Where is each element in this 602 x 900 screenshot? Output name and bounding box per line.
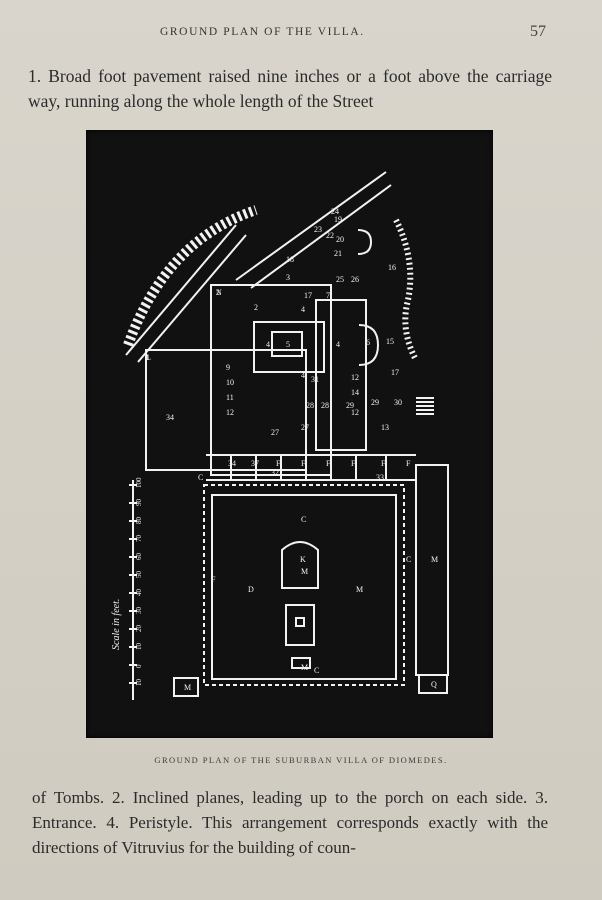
room-label: F xyxy=(381,459,386,468)
room-label: L xyxy=(146,353,151,362)
room-label: F xyxy=(301,459,306,468)
scale-tick-label: 40 xyxy=(135,589,143,597)
room-label: 37 xyxy=(251,459,259,468)
room-label: 31 xyxy=(311,375,319,384)
room-label: 2 xyxy=(254,303,258,312)
room-label: 30 xyxy=(394,398,402,407)
scale-tick-label: 80 xyxy=(135,517,143,525)
room-label: 16 xyxy=(388,263,396,272)
room-label: 6 xyxy=(366,338,370,347)
room-label: 17 xyxy=(391,368,399,377)
room-label: 23 xyxy=(314,225,322,234)
scale-tick-label: 20 xyxy=(135,625,143,633)
room-label: 28 xyxy=(321,401,329,410)
room-label: C xyxy=(301,515,306,524)
page-header: GROUND PLAN OF THE VILLA. 57 xyxy=(0,23,602,46)
room-label: 34 xyxy=(228,459,236,468)
scale-tick-label: 10 xyxy=(135,679,143,687)
room-label: C xyxy=(314,666,319,675)
scale-tick-label: 0 xyxy=(135,664,143,668)
room-label: 12 xyxy=(351,373,359,382)
room-label: D xyxy=(248,585,254,594)
room-label: C xyxy=(198,473,203,482)
scale-tick-label: 50 xyxy=(135,571,143,579)
room-label: 24 xyxy=(331,207,339,216)
room-label: 11 xyxy=(226,393,234,402)
room-label: M xyxy=(184,683,191,692)
figure-caption: GROUND PLAN OF THE SUBURBAN VILLA OF DIO… xyxy=(154,755,448,765)
room-label: 17 xyxy=(304,291,312,300)
room-label: 21 xyxy=(334,249,342,258)
room-label: 3 xyxy=(286,273,290,282)
room-label: F xyxy=(406,459,411,468)
room-label: 9 xyxy=(226,363,230,372)
room-label: 1 xyxy=(146,353,150,362)
scale-tick-label: 10 xyxy=(135,643,143,651)
room-label: 10 xyxy=(226,378,234,387)
running-title: GROUND PLAN OF THE VILLA. xyxy=(160,26,365,38)
room-label: 4 xyxy=(301,371,305,380)
room-label: 5 xyxy=(286,340,290,349)
room-label: 4 xyxy=(266,340,270,349)
scale-tick-label: 100 xyxy=(135,477,143,488)
room-label: 2 xyxy=(216,288,220,297)
room-label: M xyxy=(356,585,363,594)
room-label: 27 xyxy=(301,423,309,432)
room-label: 15 xyxy=(386,337,394,346)
room-label: 7 xyxy=(326,291,330,300)
room-label: 13 xyxy=(381,423,389,432)
room-label: N xyxy=(216,288,222,297)
room-label: 26 xyxy=(351,275,359,284)
scale-tick-label: 30 xyxy=(135,607,143,615)
room-label: 33 xyxy=(376,473,384,482)
room-label: M xyxy=(301,567,308,576)
room-label: F xyxy=(351,459,356,468)
scale-label: Scale in feet. xyxy=(111,599,122,650)
scale-tick-label: 70 xyxy=(135,535,143,543)
room-label: 28 xyxy=(306,401,314,410)
room-label: F xyxy=(276,459,281,468)
scale-tick-label: 90 xyxy=(135,499,143,507)
paragraph-bottom: of Tombs. 2. Inclined planes, leading up… xyxy=(32,788,548,857)
paragraph-top: 1. Broad foot pavement raised nine inche… xyxy=(28,66,552,111)
room-label: 4 xyxy=(301,305,305,314)
room-label: 14 xyxy=(351,388,359,397)
room-label: C xyxy=(406,555,411,564)
room-label: 29 xyxy=(346,401,354,410)
room-label: 27 xyxy=(271,428,279,437)
room-label: 32 xyxy=(271,468,279,477)
room-label: 12 xyxy=(226,408,234,417)
room-label: 20 xyxy=(336,235,344,244)
room-label: 4 xyxy=(336,340,340,349)
room-label: 19 xyxy=(334,215,342,224)
room-label: 29 xyxy=(371,398,379,407)
room-label: 12 xyxy=(351,408,359,417)
room-label: M xyxy=(301,663,308,672)
page-number: 57 xyxy=(530,23,546,40)
room-label: 25 xyxy=(336,275,344,284)
scale-tick-label: 60 xyxy=(135,553,143,561)
room-label: 18 xyxy=(286,255,294,264)
room-label: F xyxy=(211,575,216,584)
room-label: F xyxy=(326,459,331,468)
room-label: K xyxy=(300,555,306,564)
room-label: 34 xyxy=(166,413,174,422)
room-label: Q xyxy=(431,680,437,689)
room-label: M xyxy=(431,555,438,564)
room-label: 22 xyxy=(326,231,334,240)
